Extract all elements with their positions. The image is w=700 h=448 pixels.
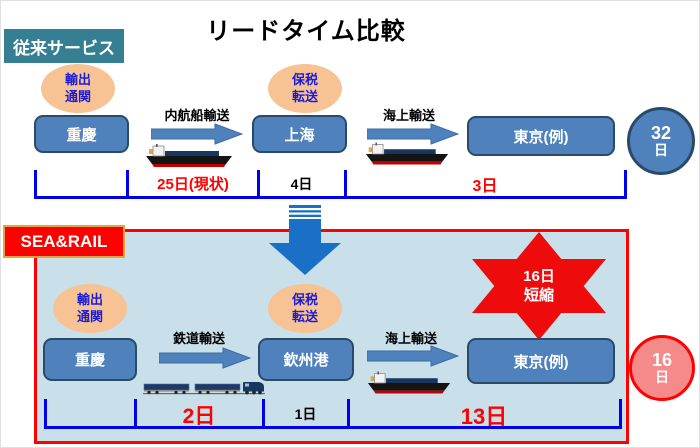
sea-transport-label: 海上輸送 — [384, 331, 437, 346]
duration-rail: 2日 — [182, 405, 216, 428]
burst-star-shape — [472, 232, 606, 340]
cargo-ship-icon — [365, 142, 449, 165]
timeline-tick — [344, 170, 347, 199]
days-saved-value: 16日 — [523, 267, 555, 285]
flow-arrow-icon — [159, 347, 251, 369]
sea-transport-label: 海上輸送 — [382, 108, 435, 123]
node-chongqing: 重慶 — [34, 115, 129, 153]
bonded-transfer-oval: 保税 転送 — [268, 64, 342, 113]
freight-train-icon — [143, 382, 265, 395]
duration-coastal-ship: 25日(現状) — [157, 176, 229, 193]
timeline-tick — [624, 170, 627, 199]
export-customs-line2: 通関 — [76, 308, 103, 324]
export-customs-line1: 輸出 — [76, 292, 103, 308]
big-down-arrow-icon — [269, 205, 341, 275]
rail-transport-label: 鉄道輸送 — [172, 331, 225, 346]
duration-sea: 13日 — [460, 404, 508, 429]
bonded-transfer-line1: 保税 — [291, 72, 318, 88]
bonded-transfer-line2: 転送 — [291, 308, 318, 324]
searail-service-label: SEA&RAIL — [3, 225, 125, 258]
total-days-value: 16 — [651, 350, 673, 371]
timeline-tick — [262, 399, 265, 429]
duration-shanghai: 4日 — [290, 176, 313, 192]
node-tokyo: 東京(例) — [467, 338, 615, 384]
timeline-tick — [619, 399, 622, 429]
export-customs-line1: 輸出 — [64, 72, 91, 88]
timeline-tick — [44, 399, 47, 429]
export-customs-line2: 通関 — [64, 88, 91, 104]
total-days-circle-conventional: 32 日 — [627, 107, 695, 175]
bonded-transfer-oval: 保税 転送 — [268, 284, 342, 333]
bonded-transfer-line1: 保税 — [291, 292, 318, 308]
timeline-tick — [34, 170, 37, 199]
timeline-tick — [347, 399, 350, 429]
export-customs-oval: 輸出 通関 — [53, 284, 127, 333]
days-saved-label: 短縮 — [523, 287, 554, 304]
node-shanghai: 上海 — [252, 115, 347, 153]
cargo-ship-icon — [146, 144, 232, 167]
conventional-service-label: 従来サービス — [4, 29, 124, 63]
duration-sea: 3日 — [472, 178, 498, 195]
timeline-tick — [134, 399, 137, 429]
total-days-unit: 日 — [655, 369, 669, 386]
total-days-value: 32 — [650, 123, 672, 144]
timeline-baseline — [44, 426, 622, 429]
flow-arrow-icon — [151, 123, 243, 145]
flow-arrow-icon — [367, 345, 459, 367]
node-qinzhou-port: 欽州港 — [258, 338, 354, 381]
duration-qinzhou: 1日 — [294, 406, 317, 422]
flow-arrow-icon — [367, 123, 459, 145]
export-customs-oval: 輸出 通関 — [41, 64, 115, 113]
timeline-tick — [126, 170, 129, 199]
days-saved-badge: 16日 短縮 — [469, 232, 609, 340]
timeline-tick — [257, 170, 260, 199]
total-days-unit: 日 — [654, 142, 668, 159]
timeline-baseline — [34, 196, 627, 199]
bonded-transfer-line2: 転送 — [291, 88, 318, 104]
page-title: リードタイム比較 — [206, 18, 406, 45]
total-days-circle-searail: 16 日 — [629, 335, 695, 401]
node-chongqing: 重慶 — [43, 338, 137, 381]
coastal-ship-transport-label: 内航船輸送 — [164, 108, 230, 123]
cargo-ship-icon — [367, 371, 451, 394]
node-tokyo: 東京(例) — [467, 116, 615, 156]
